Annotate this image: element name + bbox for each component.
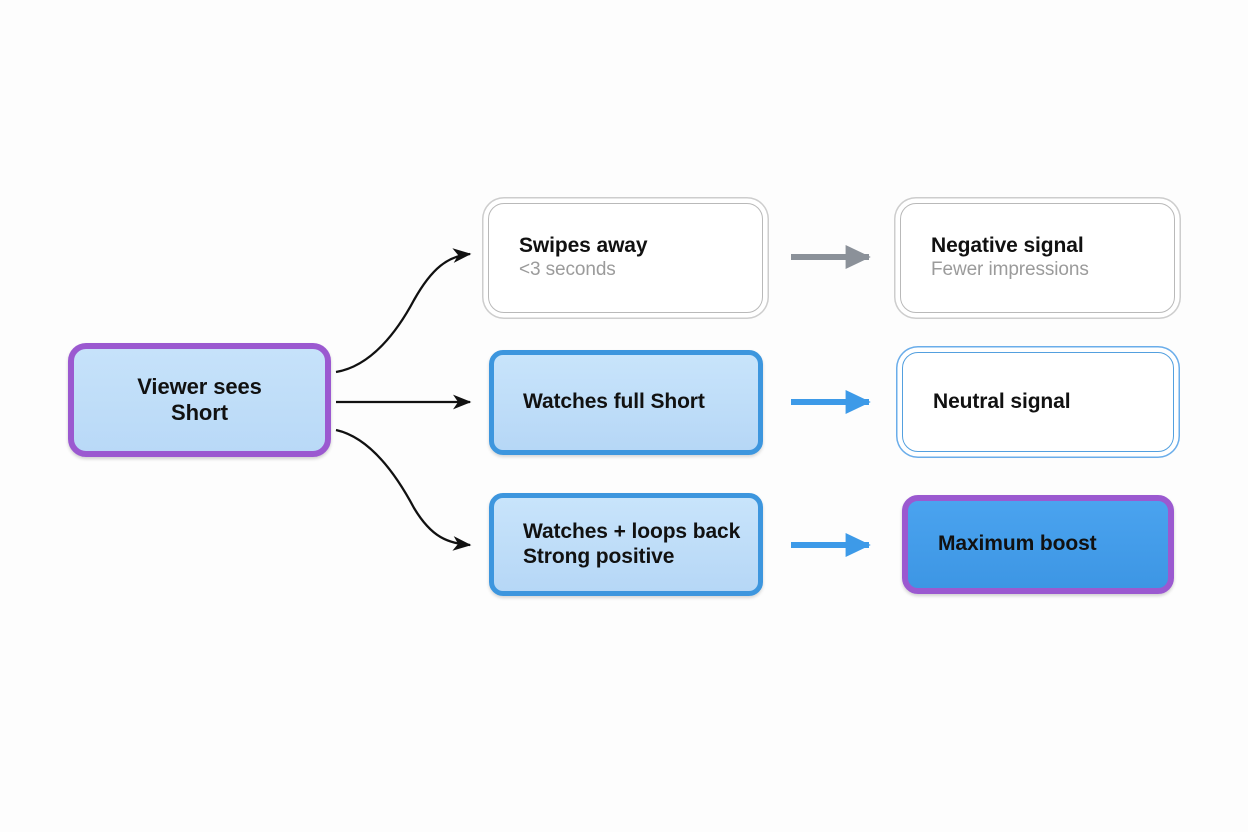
node-negative-signal-subtitle: Fewer impressions xyxy=(931,258,1089,280)
edge-source-to-swipes xyxy=(335,248,472,374)
node-viewer-sees-short[interactable]: Viewer sees Short xyxy=(68,343,331,457)
node-swipes-away[interactable]: Swipes away <3 seconds xyxy=(488,203,763,313)
node-neutral-signal-title: Neutral signal xyxy=(933,389,1071,413)
node-watches-loops-back-title: Watches + loops back xyxy=(523,520,741,544)
node-watches-full-short[interactable]: Watches full Short xyxy=(489,350,763,455)
node-swipes-away-subtitle: <3 seconds xyxy=(519,258,616,280)
node-viewer-sees-short-title: Viewer sees xyxy=(137,374,262,400)
edge-source-to-loops xyxy=(335,428,472,551)
node-watches-loops-back[interactable]: Watches + loops back Strong positive xyxy=(489,493,763,596)
node-watches-full-short-title: Watches full Short xyxy=(523,390,705,414)
node-maximum-boost-title: Maximum boost xyxy=(938,532,1097,556)
node-watches-loops-back-title-line2: Strong positive xyxy=(523,544,675,568)
node-maximum-boost[interactable]: Maximum boost xyxy=(902,495,1174,594)
node-negative-signal[interactable]: Negative signal Fewer impressions xyxy=(900,203,1175,313)
node-neutral-signal[interactable]: Neutral signal xyxy=(902,352,1174,452)
node-swipes-away-title: Swipes away xyxy=(519,234,648,258)
node-negative-signal-title: Negative signal xyxy=(931,234,1084,258)
node-viewer-sees-short-title-line2: Short xyxy=(171,400,228,425)
